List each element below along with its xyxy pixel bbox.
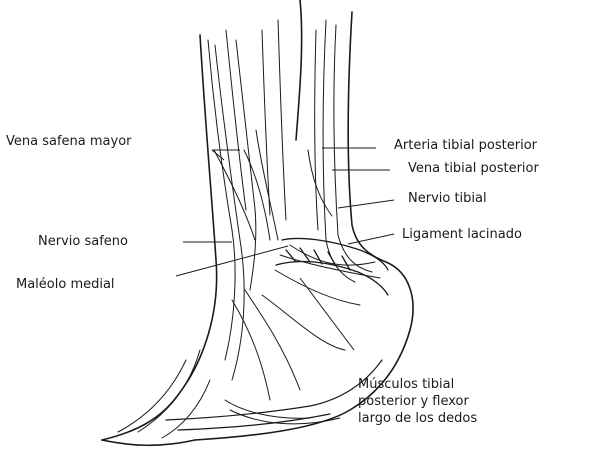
label-musculos-line: largo de los dedos	[358, 410, 518, 427]
label-musculos-line: posterior y flexor	[358, 393, 518, 410]
vessel-strokes	[118, 20, 380, 438]
label-maleolo-medial: Maléolo medial	[16, 276, 115, 293]
label-vena-safena-mayor: Vena safena mayor	[6, 133, 132, 150]
leader-musculos	[300, 278, 354, 350]
label-ligamento: Ligament lacinado	[402, 226, 522, 243]
leader-lines	[176, 148, 394, 350]
label-arteria-tibial-posterior: Arteria tibial posterior	[394, 137, 537, 154]
label-nervio-tibial: Nervio tibial	[408, 190, 487, 207]
label-vena-tibial-posterior: Vena tibial posterior	[408, 160, 539, 177]
sole-contour	[166, 360, 382, 430]
leader-maleolo-medial	[176, 246, 288, 276]
label-nervio-safeno: Nervio safeno	[38, 233, 128, 250]
label-musculos-line: Músculos tibial	[358, 376, 518, 393]
leader-nervio-tibial	[338, 200, 394, 208]
label-musculos: Músculos tibial posterior y flexor largo…	[358, 376, 518, 427]
